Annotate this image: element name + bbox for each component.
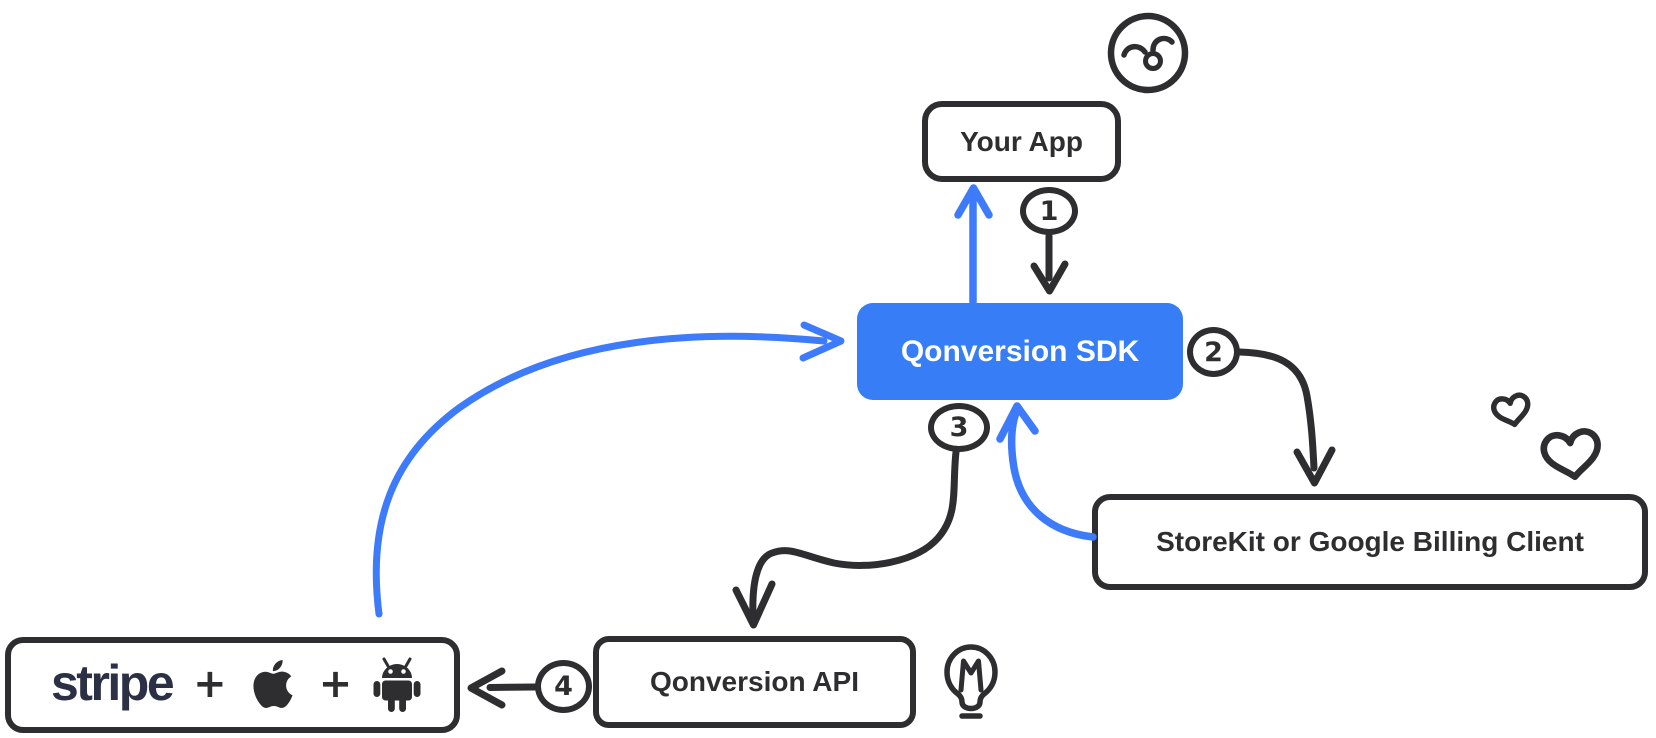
big-heart-icon	[1540, 428, 1601, 481]
small-heart-icon	[1491, 392, 1531, 428]
plus-sign: +	[193, 661, 227, 707]
step-badge-4: 4	[535, 660, 592, 713]
plus-sign: +	[318, 661, 353, 707]
step-number: 2	[1204, 336, 1223, 368]
android-robot-icon	[373, 657, 421, 712]
arrow-storekit-to-sdk	[996, 402, 1097, 541]
node-your-app: Your App	[922, 101, 1121, 182]
node-storekit-google-billing: StoreKit or Google Billing Client	[1092, 494, 1648, 590]
arrow-sdk-to-storekit	[1236, 348, 1336, 487]
arrow-api-to-stores	[467, 667, 539, 709]
arrow-sdk-to-api	[732, 448, 960, 629]
step-number: 3	[949, 412, 969, 443]
arrow-your-app-to-sdk	[1030, 232, 1069, 295]
arrow-stores-to-sdk	[372, 321, 845, 618]
step-badge-1: 1	[1020, 187, 1078, 235]
qonversion-api-label: Qonversion API	[649, 666, 859, 697]
step-number: 4	[554, 671, 573, 702]
node-qonversion-sdk: Qonversion SDK	[857, 303, 1183, 400]
step-badge-2: 2	[1187, 327, 1240, 377]
stripe-logo: stripe	[51, 655, 175, 711]
your-app-label: Your App	[960, 125, 1083, 157]
qonversion-sdk-label: Qonversion SDK	[900, 334, 1140, 368]
arrow-sdk-to-your-app	[954, 184, 993, 306]
node-qonversion-api: Qonversion API	[593, 636, 916, 728]
lightbulb-icon	[944, 644, 998, 719]
winking-whistling-face-icon	[1107, 12, 1189, 94]
storekit-label: StoreKit or Google Billing Client	[1156, 526, 1584, 557]
node-store-platforms: stripe + +	[5, 637, 460, 733]
step-number: 1	[1039, 195, 1059, 227]
apple-logo-icon	[253, 660, 293, 708]
step-badge-3: 3	[928, 403, 990, 452]
